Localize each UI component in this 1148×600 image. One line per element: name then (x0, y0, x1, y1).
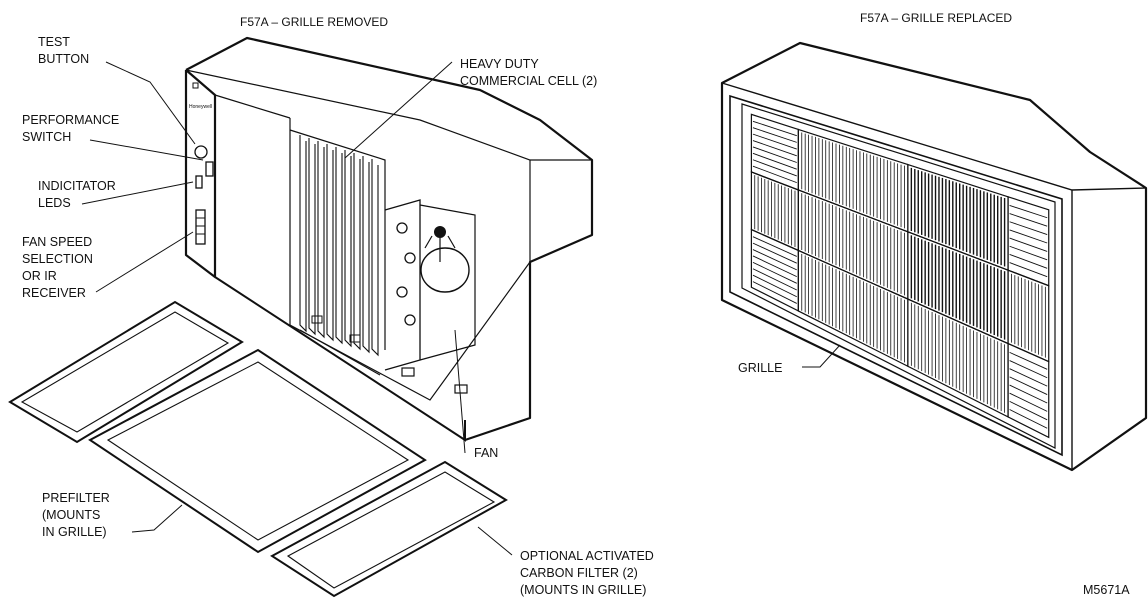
prefilter-left (8, 300, 244, 444)
fan-hub-icon (434, 226, 446, 238)
grille-slat (1009, 384, 1048, 404)
grille-slat (752, 127, 797, 143)
unit-closed-housing (720, 41, 1148, 472)
grille-cell (1007, 342, 1050, 439)
label-prefilter: PREFILTER (MOUNTS IN GRILLE) (42, 491, 113, 539)
status-led-icon (192, 82, 199, 89)
grille-slat (1009, 245, 1048, 261)
label-fan: FAN (474, 446, 498, 460)
label-performance-switch: PERFORMANCE SWITCH (22, 113, 123, 144)
unit-open-housing: Honeywell (184, 36, 594, 442)
cell-plate (362, 156, 370, 354)
grille-slat (1009, 229, 1048, 244)
grille-slat (752, 133, 797, 150)
fan-module (384, 199, 476, 394)
cell-plate (335, 147, 343, 345)
leader-line-grille (802, 344, 841, 368)
label-grille: GRILLE (738, 361, 782, 375)
brand-logo: Honeywell (189, 104, 212, 110)
fan-icon (420, 247, 470, 293)
grille-louvers (750, 113, 1050, 439)
label-fan-speed-selection: FAN SPEED SELECTION OR IR RECEIVER (22, 235, 96, 300)
grille-slat (1009, 351, 1048, 370)
title-grille-removed: F57A – GRILLE REMOVED (240, 15, 388, 29)
grille-slat (1009, 221, 1048, 236)
carbon-filter-panel (270, 460, 508, 598)
grille-slat (1009, 360, 1048, 379)
grille-slat (1009, 400, 1048, 421)
grille-slat (1009, 368, 1048, 387)
cell-plate (344, 150, 352, 348)
grille-slat (752, 242, 797, 264)
grille-slat (752, 274, 797, 298)
label-indicator-leds: INDICITATOR LEDS (38, 179, 119, 210)
indicator-leds-icon (195, 175, 203, 189)
grille-slat (752, 236, 797, 257)
label-test-button: TEST BUTTON (38, 35, 89, 66)
performance-switch-icon (205, 161, 214, 177)
test-button-icon (194, 145, 208, 159)
grille-panel (729, 94, 1063, 457)
grille-slat (752, 165, 797, 184)
grille-slat (752, 281, 797, 304)
grille-slat (752, 261, 797, 284)
grille-slat (1009, 253, 1048, 269)
grille-slat (1009, 237, 1048, 252)
grille-slat (1009, 213, 1048, 227)
grille-slat (752, 268, 797, 291)
label-carbon-filter: OPTIONAL ACTIVATED CARBON FILTER (2) (MO… (520, 549, 657, 597)
cell-plate (371, 159, 379, 357)
grille-slat (1009, 392, 1048, 412)
grille-slat (752, 159, 797, 177)
cell-plate (299, 135, 307, 333)
grille-slat (752, 146, 797, 163)
label-commercial-cell: HEAVY DUTY COMMERCIAL CELL (2) (460, 57, 597, 88)
grille-cell (907, 298, 1009, 418)
grille-slat (1009, 262, 1048, 278)
commercial-cell (299, 135, 381, 376)
grille-slat (1009, 376, 1048, 395)
grille-slat (1009, 409, 1048, 429)
grille-cell (907, 230, 1009, 345)
grille-slat (752, 152, 797, 170)
prefilter-panel (88, 348, 427, 554)
figure-id: M5671A (1083, 583, 1130, 597)
cell-base (299, 329, 381, 376)
grille-slat (752, 255, 797, 278)
grille-slat (752, 140, 797, 157)
cell-clip (311, 315, 323, 324)
cell-plate (353, 153, 361, 351)
grille-cell (907, 163, 1009, 272)
cell-plate (308, 138, 316, 336)
grille-slat (752, 120, 797, 137)
fan-speed-selector-icon (195, 209, 206, 245)
cell-plate (317, 141, 325, 339)
title-grille-replaced: F57A – GRILLE REPLACED (860, 11, 1012, 25)
grille-slat (752, 249, 797, 271)
cell-clip (349, 334, 361, 343)
cell-plate (326, 144, 334, 342)
grille-slat (1009, 205, 1048, 219)
leader-lines-left (81, 61, 513, 556)
